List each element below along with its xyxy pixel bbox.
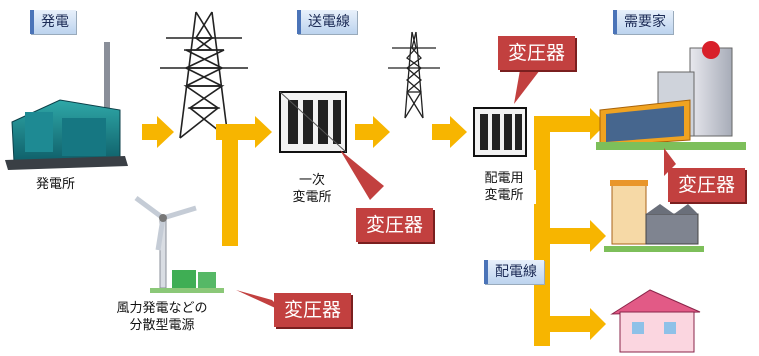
house-icon: [610, 289, 701, 353]
transmission-tower-small-icon: [388, 31, 440, 119]
power-flow-arrows: [142, 108, 606, 346]
distribution-transformer-icon: [473, 107, 527, 157]
header-transmission-line: 送電線: [297, 10, 357, 34]
header-consumers: 需要家: [613, 10, 673, 34]
label-distributed-generation: 風力発電などの 分散型電源: [94, 300, 230, 334]
label-primary-substation: 一次 変電所: [282, 172, 342, 206]
callout-transformer-distributed: 変圧器: [274, 293, 352, 327]
primary-transformer-icon: [279, 91, 347, 153]
power-plant-icon: [5, 42, 128, 170]
callout-pointers: [236, 70, 676, 312]
factory-icon: [596, 41, 746, 150]
header-distribution-line: 配電線: [484, 260, 544, 284]
label-power-plant: 発電所: [36, 176, 76, 193]
header-generation: 発電: [30, 10, 76, 34]
callout-transformer-consumer: 変圧器: [668, 168, 746, 202]
label-distribution-substation: 配電用 変電所: [472, 170, 536, 204]
transmission-tower-large-icon: [160, 11, 248, 139]
callout-transformer-primary: 変圧器: [356, 208, 434, 242]
commercial-building-icon: [604, 180, 704, 252]
callout-transformer-distribution: 変圧器: [498, 36, 576, 70]
wind-turbine-icon: [134, 195, 224, 293]
